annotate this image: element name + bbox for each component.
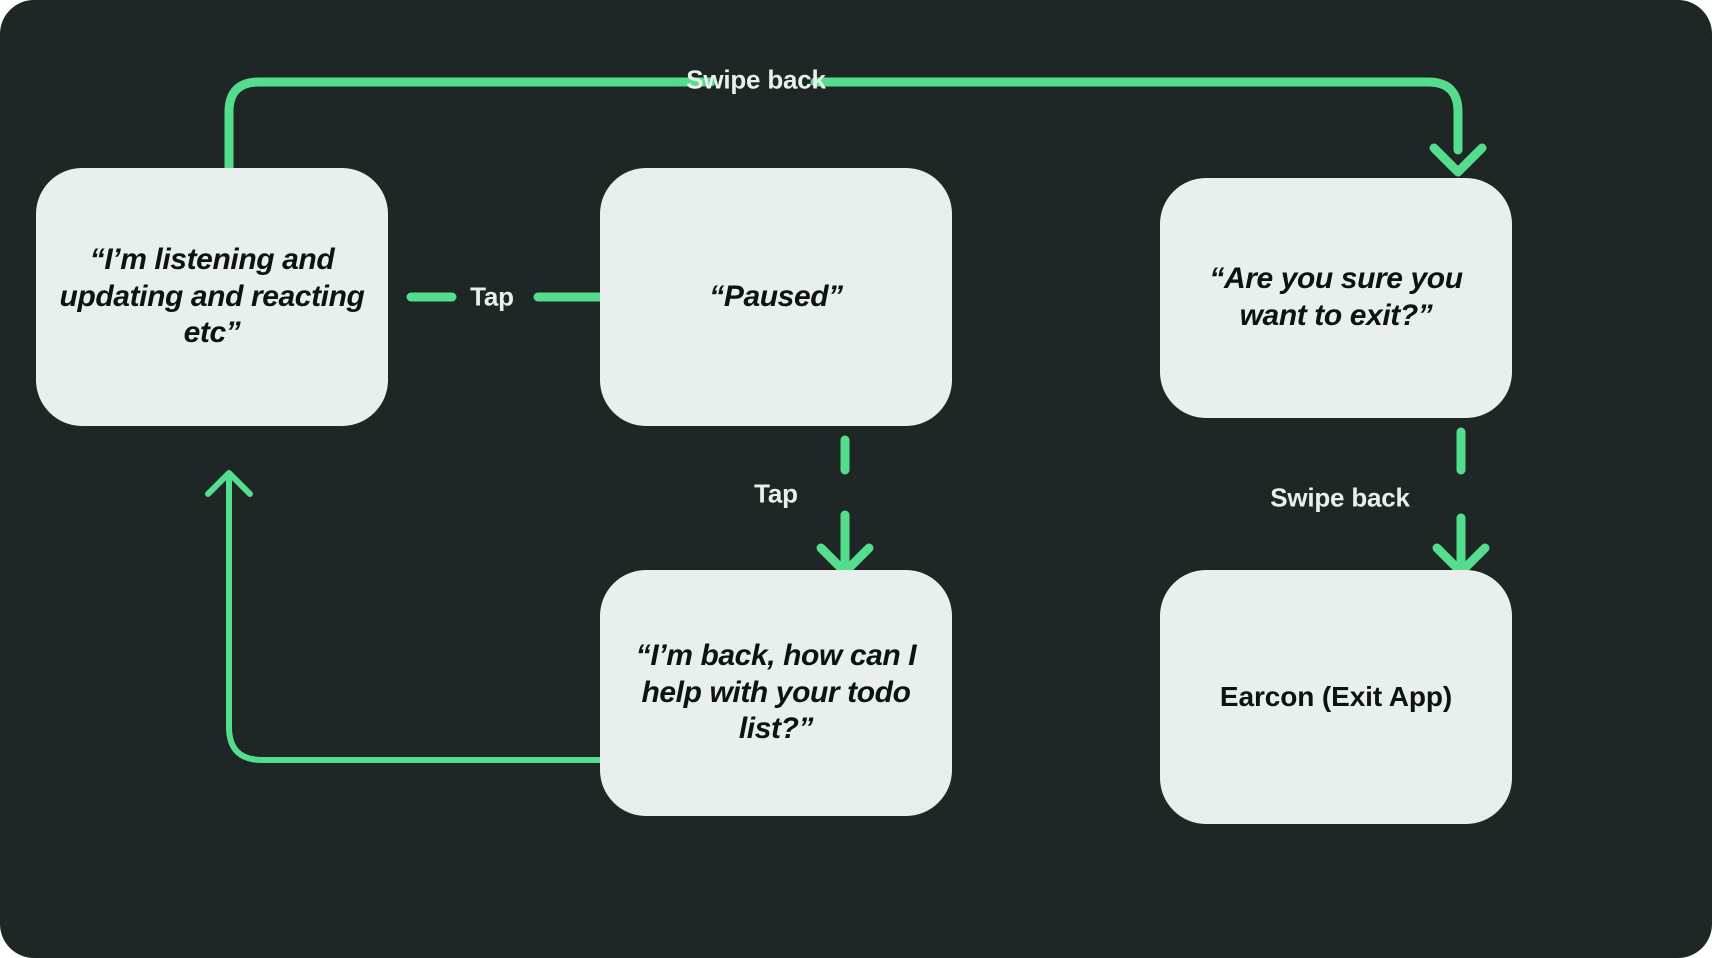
exit-confirm-text: “Are you sure you want to exit?” bbox=[1209, 262, 1463, 332]
paused-state-card[interactable]: “Paused” bbox=[600, 168, 952, 426]
edge-back-to-listening bbox=[226, 475, 648, 763]
edge-listening-to-exit-right bbox=[810, 77, 1463, 155]
edge-label-swipe-back-top: Swipe back bbox=[686, 64, 826, 95]
paused-state-text: “Paused” bbox=[709, 279, 843, 313]
resume-state-card[interactable]: “I’m back, how can I help with your todo… bbox=[600, 570, 952, 816]
edge-paused-to-back-arrowhead bbox=[816, 543, 874, 577]
edge-back-to-listening-arrowhead bbox=[205, 470, 253, 497]
edge-exit-to-earcon-arrowhead bbox=[1432, 543, 1490, 577]
earcon-exit-text: Earcon (Exit App) bbox=[1219, 680, 1453, 712]
edge-label-tap-listening-to-paused: Tap bbox=[470, 281, 514, 312]
listening-state-text: “I’m listening and updating and reacting… bbox=[59, 243, 365, 350]
exit-confirm-card[interactable]: “Are you sure you want to exit?” bbox=[1160, 178, 1512, 418]
listening-state-card[interactable]: “I’m listening and updating and reacting… bbox=[36, 168, 388, 426]
edge-listening-to-exit-arrowhead bbox=[1429, 143, 1487, 177]
resume-state-text: “I’m back, how can I help with your todo… bbox=[635, 639, 917, 746]
edge-listening-to-exit-left bbox=[224, 77, 716, 175]
earcon-exit-card[interactable]: Earcon (Exit App) bbox=[1160, 570, 1512, 824]
edge-label-tap-paused-to-back: Tap bbox=[754, 478, 798, 509]
edge-label-swipe-back-exit-to-earcon: Swipe back bbox=[1270, 482, 1410, 513]
